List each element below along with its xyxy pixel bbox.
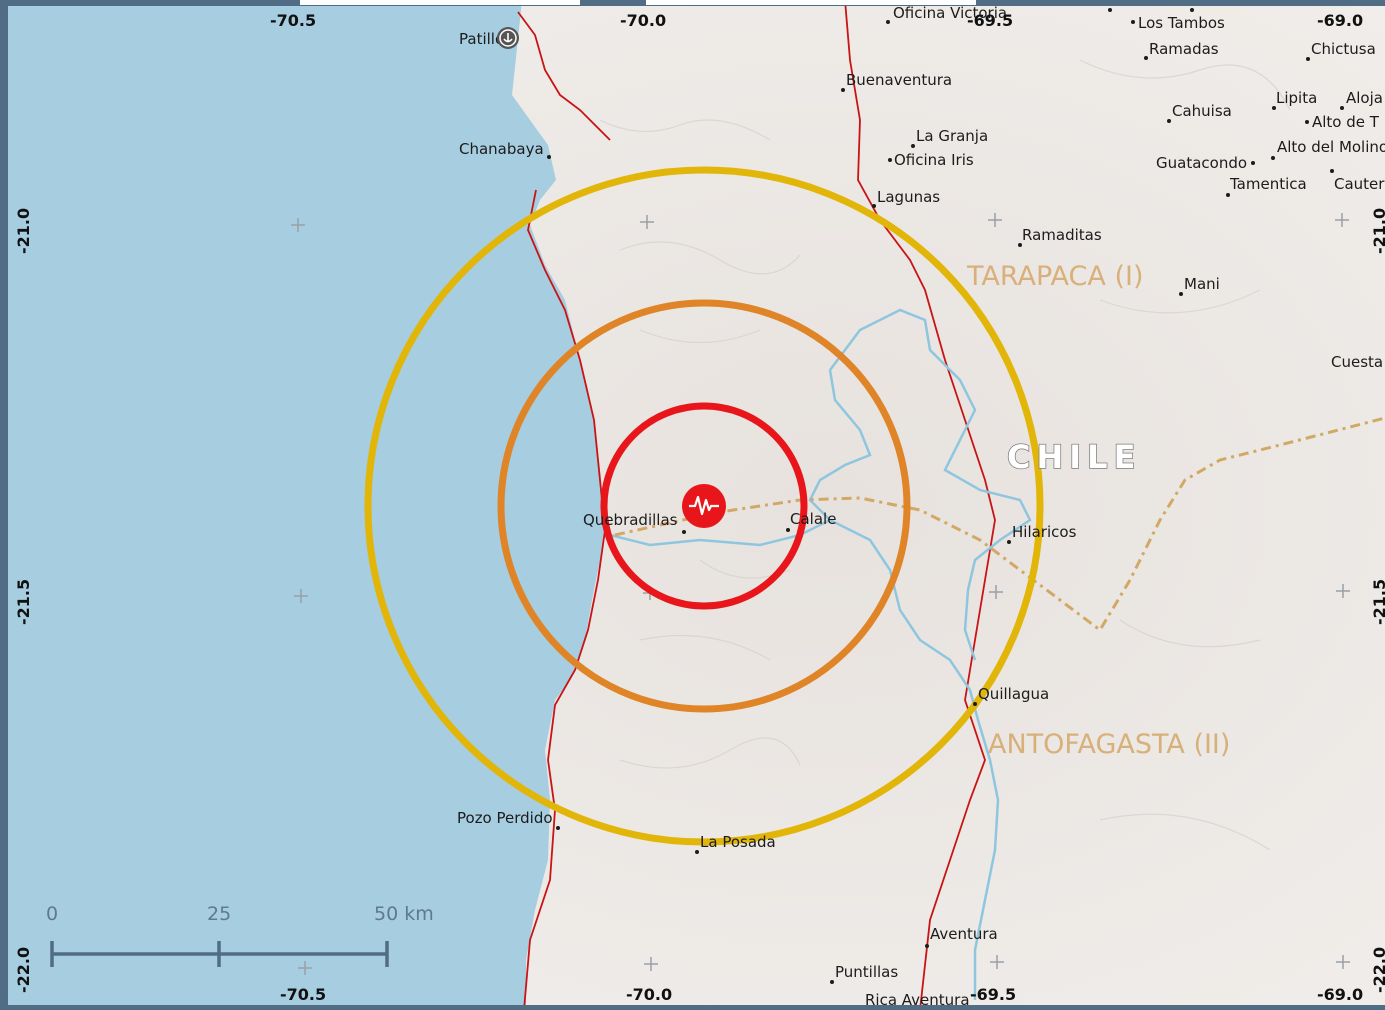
place-calale: Calale (790, 510, 836, 528)
lon-label-top-695: -69.5 (967, 11, 1013, 30)
place-aventura: Aventura (930, 925, 998, 943)
lon-label-bottom-700: -70.0 (626, 985, 672, 1004)
place-alto-de-t: Alto de T (1312, 113, 1380, 131)
place-lagunas: Lagunas (877, 188, 940, 206)
place-guatacondo: Guatacondo (1156, 154, 1247, 172)
place-quillagua: Quillagua (978, 685, 1049, 703)
place-cahuisa: Cahuisa (1172, 102, 1232, 120)
pacific-ocean (0, 0, 605, 1010)
place-alto-del-molino: Alto del Molino (1277, 138, 1385, 156)
place-ramaditas: Ramaditas (1022, 226, 1102, 244)
place-pozo-perdido: Pozo Perdido (457, 809, 553, 827)
scale-bar: 0 25 50 km (46, 903, 434, 967)
place-puntillas: Puntillas (835, 963, 898, 981)
place-rica-aventura: Rica Aventura (865, 991, 970, 1009)
place-la-posada: La Posada (700, 833, 776, 851)
epicenter-marker[interactable] (682, 484, 726, 528)
place-hilaricos: Hilaricos (1012, 523, 1077, 541)
place-los-tambos: Los Tambos (1138, 14, 1225, 32)
place-chictusa: Chictusa (1311, 40, 1376, 58)
region-label-antofagasta: ANTOFAGASTA (II) (988, 729, 1230, 760)
rivers (609, 308, 1032, 1000)
lon-label-top-705: -70.5 (270, 11, 316, 30)
place-cuesta: Cuesta (1331, 353, 1383, 371)
place-oficina-iris: Oficina Iris (894, 151, 974, 169)
place-la-granja: La Granja (916, 127, 988, 145)
lon-label-top-690: -69.0 (1317, 11, 1363, 30)
lat-label-right-215: -21.5 (1370, 579, 1385, 625)
terrain-relief (599, 59, 1291, 851)
intensity-ring-inner (600, 402, 808, 610)
seismogram-icon (689, 495, 719, 516)
place-labels: Patillos Chanabaya Quebradillas Calale P… (457, 4, 1385, 1009)
country-label: CHILE (1007, 438, 1141, 476)
scale-label-25: 25 (207, 903, 231, 925)
place-dots (547, 8, 1344, 984)
lat-label-left-210: -21.0 (14, 208, 33, 254)
place-aloja: Aloja (1346, 89, 1383, 107)
graticule (291, 213, 1350, 975)
scale-label-50: 50 km (374, 903, 434, 925)
scale-label-0: 0 (46, 903, 58, 925)
region-boundary (614, 416, 1385, 633)
lat-label-left-215: -21.5 (14, 579, 33, 625)
place-oficina-victoria: Oficina Victoria (893, 4, 1007, 22)
lon-label-bottom-695: -69.5 (970, 985, 1016, 1004)
place-cauter: Cauter (1334, 175, 1385, 193)
intensity-ring-outer (364, 166, 1044, 846)
lon-label-bottom-705: -70.5 (280, 985, 326, 1004)
anchor-icon[interactable] (497, 27, 519, 49)
lat-label-right-210: -21.0 (1370, 208, 1385, 254)
lat-label-right-220: -22.0 (1370, 947, 1385, 993)
intensity-ring-middle (497, 299, 911, 713)
place-tamentica: Tamentica (1229, 175, 1307, 193)
place-buenaventura: Buenaventura (846, 71, 952, 89)
place-mani: Mani (1184, 275, 1220, 293)
place-ramadas: Ramadas (1149, 40, 1219, 58)
place-lipita: Lipita (1276, 89, 1317, 107)
lon-label-top-700: -70.0 (620, 11, 666, 30)
place-quebradillas: Quebradillas (583, 511, 678, 529)
fault-lines (517, 0, 996, 1010)
place-chanabaya: Chanabaya (459, 140, 544, 158)
region-label-tarapaca: TARAPACA (I) (966, 261, 1144, 292)
lat-label-left-220: -22.0 (14, 947, 33, 993)
lon-label-bottom-690: -69.0 (1317, 985, 1363, 1004)
